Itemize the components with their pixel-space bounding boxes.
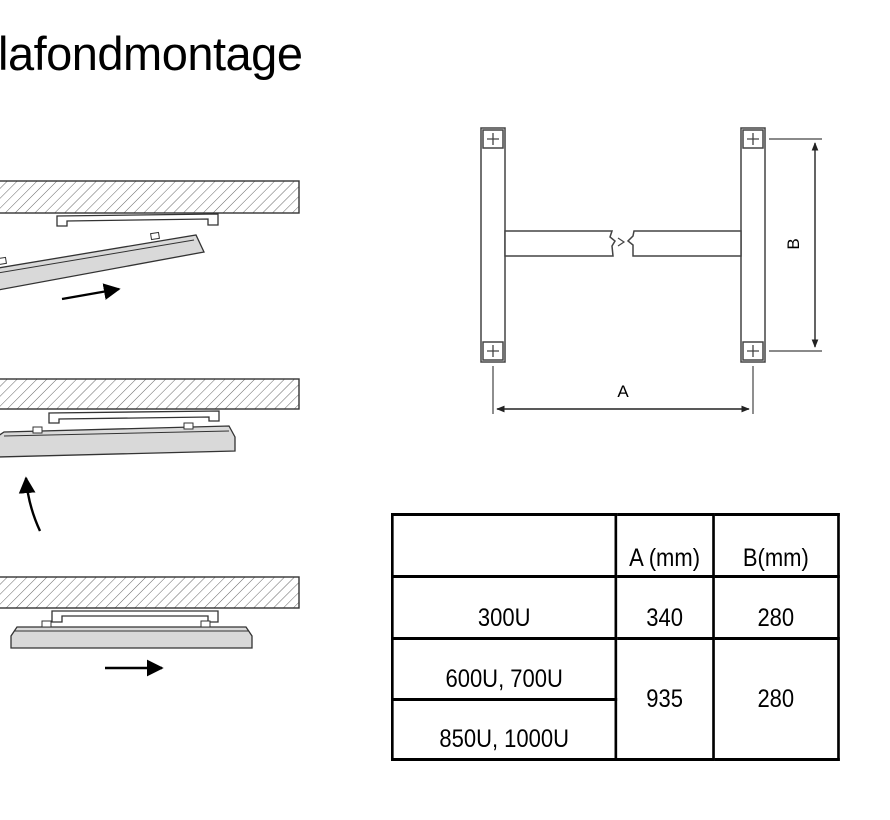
slide-arrow-right <box>61 283 121 301</box>
step-1-illustration <box>0 180 300 301</box>
header-a: A (mm) <box>614 513 715 578</box>
dimension-b-label: B <box>784 238 803 249</box>
table-row: 850U, 1000U <box>390 698 838 761</box>
heater-panel <box>0 425 236 458</box>
step-3-illustration <box>0 576 300 677</box>
bracket-right-upright <box>740 127 766 363</box>
page-title: lafondmontage <box>0 27 303 80</box>
heater-panel <box>10 626 253 649</box>
a-value-cell: 935 <box>614 637 715 761</box>
mounting-rail <box>51 610 219 623</box>
bracket-crossbar-left <box>504 230 616 257</box>
ceiling-slab <box>0 180 300 214</box>
mounting-rail <box>56 213 219 227</box>
mounting-rail <box>48 410 220 424</box>
header-model <box>390 513 618 578</box>
model-cell: 600U, 700U <box>390 637 618 701</box>
heater-panel <box>0 234 205 291</box>
bracket-left-upright <box>480 127 506 363</box>
ceiling-slab <box>0 378 300 410</box>
step-2-illustration <box>0 378 300 532</box>
b-value-cell: 280 <box>711 637 840 761</box>
a-value-cell: 340 <box>614 575 715 640</box>
table-row: 300U 340 280 <box>390 575 840 640</box>
lift-arrow-up <box>18 476 42 532</box>
table-header-row: A (mm) B(mm) <box>390 513 840 578</box>
ceiling-slab <box>0 576 300 609</box>
model-cell: 300U <box>390 575 618 640</box>
b-value-cell: 280 <box>711 575 840 640</box>
bracket-top-view <box>480 127 766 363</box>
dimension-a: A <box>492 366 754 414</box>
table-row: 600U, 700U 935 280 <box>390 637 840 761</box>
dimension-table: A (mm) B(mm) 300U 340 280 600U, 700U 935… <box>390 513 840 761</box>
dimension-a-label: A <box>617 382 629 401</box>
header-b: B(mm) <box>711 513 840 578</box>
bracket-crossbar-right <box>626 230 742 257</box>
model-cell: 850U, 1000U <box>390 698 618 761</box>
dimension-b: B <box>769 138 822 352</box>
